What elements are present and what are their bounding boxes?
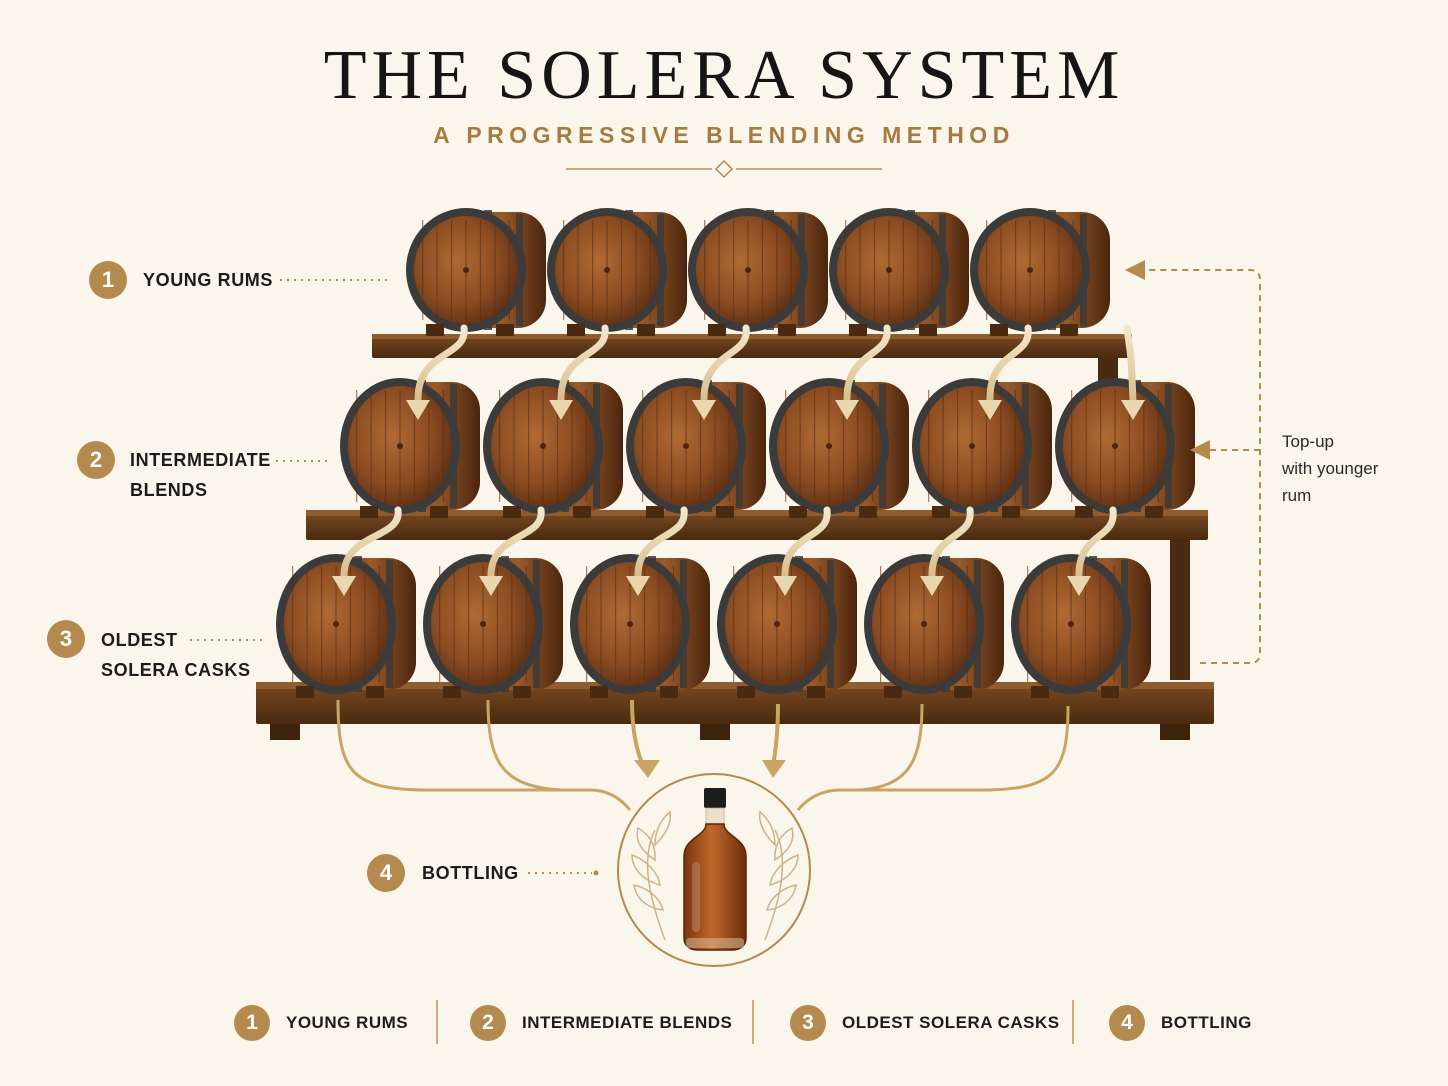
topup-note-line: with younger	[1282, 459, 1379, 478]
topup-note: Top-up with younger rum	[1282, 428, 1378, 509]
legend-item-1: 1 YOUNG RUMS	[234, 1004, 408, 1042]
legend-badge: 2	[470, 1005, 506, 1041]
legend-item-4: 4 BOTTLING	[1109, 1004, 1252, 1042]
barrel-icon	[688, 208, 828, 336]
blend-flow-arrows	[332, 324, 1145, 596]
label-leader-lines	[190, 279, 599, 876]
stage-4-label: BOTTLING	[422, 858, 519, 888]
bottling-medallion	[617, 773, 811, 967]
legend-label: BOTTLING	[1161, 1013, 1252, 1032]
barrel-icon	[406, 208, 546, 336]
arrow-down-icon	[626, 576, 650, 596]
barrel-icon	[829, 208, 969, 336]
page-title: THE SOLERA SYSTEM	[323, 37, 1125, 114]
barrel-icon	[912, 378, 1052, 518]
flow-arrow	[928, 506, 974, 582]
arrow-down-icon	[406, 400, 430, 420]
stage-2-label-line: INTERMEDIATE	[130, 450, 271, 470]
flow-arrow	[700, 324, 750, 406]
legend-divider	[752, 1000, 754, 1044]
barrel-icon	[626, 378, 766, 518]
arrow-down-icon	[1067, 576, 1091, 596]
young-rums-tier	[406, 208, 1110, 336]
bottle-icon	[683, 788, 747, 951]
stage-1-label-line: YOUNG RUMS	[143, 270, 274, 290]
arrow-down-icon	[1121, 400, 1145, 420]
flow-arrow	[414, 324, 468, 406]
legend-label: YOUNG RUMS	[286, 1013, 409, 1032]
rack-top	[372, 334, 1132, 388]
barrel-icon	[864, 554, 1004, 698]
flow-arrow	[1123, 324, 1137, 406]
barrel-icon	[340, 378, 480, 518]
stage-1-badge: 1	[89, 261, 127, 299]
topup-return-path	[1125, 260, 1261, 664]
flow-arrow	[634, 506, 688, 582]
legend-item-2: 2 INTERMEDIATE BLENDS	[470, 1004, 732, 1042]
legend-badge: 1	[234, 1005, 270, 1041]
arrow-down-icon	[773, 576, 797, 596]
page-subtitle: A PROGRESSIVE BLENDING METHOD	[433, 122, 1015, 148]
flow-arrow	[557, 324, 609, 406]
legend-divider	[436, 1000, 438, 1044]
title-divider	[566, 159, 882, 179]
flow-arrow	[1075, 506, 1117, 582]
stage-1-label: YOUNG RUMS	[143, 265, 273, 295]
stage-3-label-line: SOLERA CASKS	[101, 660, 251, 680]
stage-3-label-line: OLDEST	[101, 630, 178, 650]
barrel-icon	[717, 554, 857, 698]
stage-2-label-line: BLENDS	[130, 480, 208, 500]
arrow-down-icon	[978, 400, 1002, 420]
flow-arrow	[986, 324, 1032, 406]
barrel-icon	[276, 554, 416, 698]
stage-3-label: OLDEST SOLERA CASKS	[101, 625, 251, 685]
stage-3-badge: 3	[47, 620, 85, 658]
flow-arrow	[487, 506, 545, 582]
arrow-down-icon	[762, 760, 786, 778]
arrow-down-icon	[549, 400, 573, 420]
barrel-icon	[483, 378, 623, 518]
barrel-icon	[970, 208, 1110, 336]
bottling-flow-lines	[336, 699, 1070, 811]
rack-bottom	[256, 682, 1214, 740]
topup-note-line: rum	[1282, 486, 1312, 505]
arrow-down-icon	[692, 400, 716, 420]
legend-label: INTERMEDIATE BLENDS	[522, 1013, 733, 1032]
oldest-solera-tier	[276, 554, 1151, 698]
legend-badge: 4	[1109, 1005, 1145, 1041]
arrow-down-icon	[920, 576, 944, 596]
diamond-icon	[714, 159, 734, 179]
legend-item-3: 3 OLDEST SOLERA CASKS	[790, 1004, 1060, 1042]
legend-badge: 3	[790, 1005, 826, 1041]
barrel-icon	[423, 554, 563, 698]
legend-divider	[1072, 1000, 1074, 1044]
stage-2-label: INTERMEDIATE BLENDS	[130, 445, 271, 505]
barrel-icon	[1011, 554, 1151, 698]
barrel-icon	[547, 208, 687, 336]
arrow-down-icon	[479, 576, 503, 596]
stage-4-badge: 4	[367, 854, 405, 892]
barrel-icon	[769, 378, 909, 518]
barrel-icon	[1055, 378, 1195, 518]
stage-2-badge: 2	[77, 441, 115, 479]
leaf-icon	[631, 810, 799, 941]
intermediate-blends-tier	[340, 378, 1195, 518]
flow-arrow	[843, 324, 891, 406]
arrow-down-icon	[835, 400, 859, 420]
flow-arrow	[340, 506, 402, 582]
barrel-icon	[570, 554, 710, 698]
flow-arrow	[781, 506, 831, 582]
stage-4-label-line: BOTTLING	[422, 863, 519, 883]
legend-label: OLDEST SOLERA CASKS	[842, 1013, 1060, 1032]
arrow-down-icon	[332, 576, 356, 596]
topup-note-line: Top-up	[1282, 432, 1334, 451]
arrow-down-icon	[634, 760, 660, 778]
